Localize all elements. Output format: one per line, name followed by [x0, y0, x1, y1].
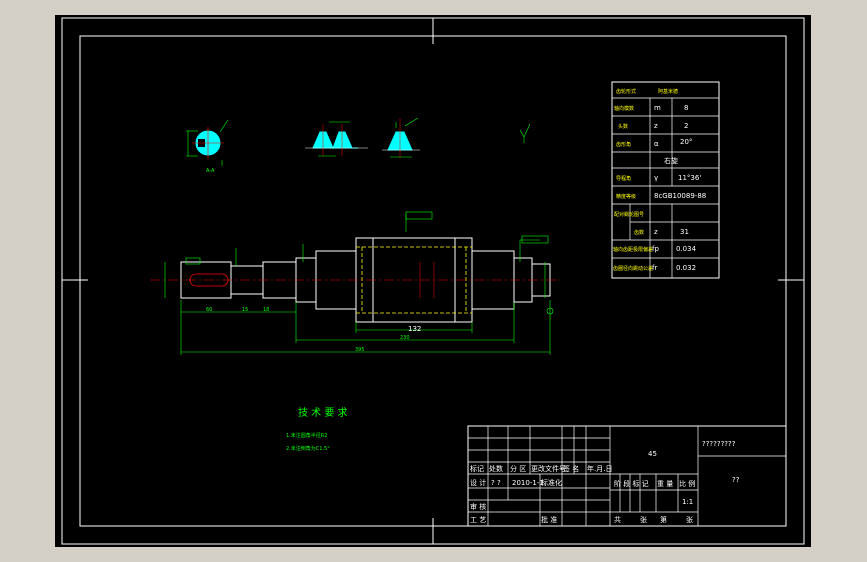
title-block: 45 ????????? ?? 1:1 标记 处数 分 区 更改文件号 签 名 … — [467, 425, 787, 527]
gear-row-value-9: 31 — [680, 228, 689, 236]
gear-parameter-table: 齿轮形式 阿基米德 轴向模数 m 8 头数 z 2 齿形角 α 20° 右旋 导… — [611, 81, 720, 279]
design-date: 2010-1-1 — [512, 479, 544, 487]
gear-row-label-1: 轴向模数 — [614, 105, 634, 112]
dim-15: 15 — [242, 307, 248, 313]
gear-row-sym-9: z — [654, 228, 658, 236]
gear-row-label-10: 轴向齿距极限偏差 — [613, 246, 653, 253]
gear-row-label-0: 齿轮形式 — [616, 88, 636, 95]
dimension-lines — [164, 214, 551, 355]
gear-row-sym-8: 齿数 — [634, 229, 644, 236]
gear-row-value-5: 11°36' — [678, 174, 701, 182]
dim-18: 18 — [263, 307, 269, 313]
page-label: 第 — [660, 515, 667, 524]
gear-row-sym-5: γ — [654, 174, 658, 182]
gear-row-value-0: 阿基米德 — [658, 88, 678, 95]
gear-row-value-10: 0.034 — [676, 245, 697, 253]
worm-shaft-main-view — [150, 237, 560, 323]
header-date: 年.月.日 — [587, 464, 612, 473]
section-view-aa: A-A — [186, 119, 229, 174]
gear-row-sym-1: m — [654, 104, 661, 112]
weight-label: 重 量 — [657, 480, 673, 488]
designer-label: 设 计 — [470, 478, 486, 487]
designer-name: ? ? — [491, 479, 501, 487]
datum-symbol — [546, 307, 554, 315]
gear-row-sym-11: fr — [652, 264, 657, 272]
page-suffix: 张 — [686, 515, 693, 524]
tooth-profile-detail-2 — [382, 117, 420, 158]
gear-row-value-4: 右旋 — [664, 156, 678, 165]
gear-row-value-11: 0.032 — [676, 264, 696, 272]
roughness-symbol — [519, 123, 531, 143]
stage-label: 阶 段 标 记 — [614, 479, 649, 488]
dim-395: 395 — [355, 347, 365, 353]
dim-60: 60 — [206, 307, 212, 313]
gear-row-value-2: 2 — [684, 122, 688, 130]
approve-label: 批 准 — [541, 515, 557, 524]
gear-row-sym-10: fp — [652, 245, 659, 253]
section-label: A-A — [206, 168, 215, 174]
feature-control-frames — [185, 211, 549, 265]
gear-row-label-11: 齿圈径向跳动公差 — [613, 265, 653, 272]
gear-row-label-2: 头数 — [618, 123, 628, 130]
header-mark: 标记 — [470, 464, 484, 473]
gear-row-label-3: 齿形角 — [616, 141, 631, 148]
company-name: ?? — [732, 476, 740, 484]
header-count: 处数 — [489, 464, 503, 473]
gear-row-value-1: 8 — [684, 104, 688, 112]
drawing-name: ????????? — [702, 440, 736, 448]
material: 45 — [648, 450, 657, 458]
gear-row-label-6: 精度等级 — [616, 193, 636, 200]
gear-row-value-6: 8cGB10089-88 — [654, 192, 706, 200]
tech-item-1: 1.未注圆角半径R2 — [286, 432, 327, 439]
scale-value: 1:1 — [682, 498, 693, 506]
header-zone: 分 区 — [510, 464, 526, 473]
total-label: 共 — [614, 515, 621, 524]
gear-row-value-3: 20° — [680, 138, 692, 146]
gear-row-label-5: 导程角 — [616, 175, 631, 182]
gear-row-sym-2: z — [654, 122, 658, 130]
sheet-background — [55, 15, 811, 547]
centering-marks — [62, 18, 804, 544]
dim-132: 132 — [408, 325, 421, 333]
scale-label: 比 例 — [679, 479, 695, 488]
tooth-profile-detail-1 — [305, 121, 368, 157]
gear-row-sym-7: 图号 — [634, 212, 644, 218]
gear-row-label-7: 配对蜗轮 — [614, 211, 634, 218]
dim-230: 230 — [400, 335, 410, 341]
tech-requirements-title: 技 术 要 求 — [298, 406, 348, 419]
review-label: 审 核 — [470, 502, 486, 511]
header-sign: 签 名 — [563, 464, 579, 473]
standardization-label: 标准化 — [541, 478, 562, 487]
tech-item-2: 2.未注倒角为C1.5° — [286, 445, 330, 452]
sheets-label: 张 — [640, 515, 647, 524]
gear-row-sym-3: α — [654, 140, 659, 148]
header-doc: 更改文件号 — [531, 464, 566, 473]
process-label: 工 艺 — [470, 516, 486, 524]
